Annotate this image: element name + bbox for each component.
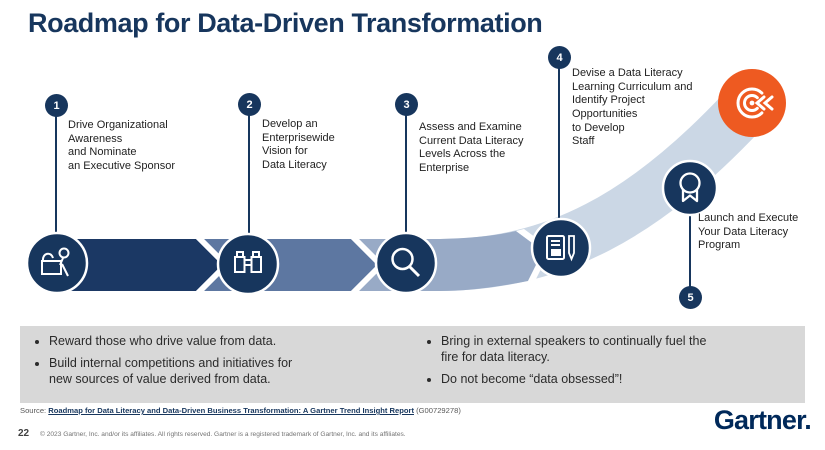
callout-right-column: Bring in external speakers to continuall… [426,333,801,387]
callout-bullet: Do not become “data obsessed”! [441,371,801,387]
step-2-number: 2 [238,93,261,116]
step-4-number: 4 [548,46,571,69]
target-arrow-icon [718,69,786,137]
magnifying-glass-icon [374,231,438,295]
gartner-logo-text: Gartner [713,405,805,435]
gartner-logo-mark: . [804,405,811,435]
callout-box [20,326,805,403]
step-2-label: Develop an Enterprisewide Vision for Dat… [262,118,335,171]
step-5-label: Launch and Execute Your Data Literacy Pr… [698,212,799,252]
callout-left-column: Reward those who drive value from data. … [34,333,404,387]
arrow-band-segment-1 [57,239,222,291]
speaker-lectern-icon [25,231,89,295]
source-doc-id: (G00729278) [413,406,461,415]
page-number: 22 [18,428,30,439]
callout-bullet: Bring in external speakers to continuall… [441,333,801,365]
callout-bullet: Build internal competitions and initiati… [49,355,404,387]
callout-bullet: Reward those who drive value from data. [49,333,404,349]
source-label: Source: [20,406,49,415]
step-5-number: 5 [679,286,702,309]
page-title: Roadmap for Data-Driven Transformation [28,8,543,38]
gartner-logo: Gartner. [713,405,812,436]
step-3-number: 3 [395,93,418,116]
step-4-label: Devise a Data Literacy Learning Curricul… [572,67,693,148]
award-medal-icon [661,159,719,217]
step-3-label: Assess and Examine Current Data Literacy… [419,121,524,174]
notebook-pencil-icon [530,217,592,279]
source-line: Source: Roadmap for Data Literacy and Da… [20,406,461,415]
source-report-link[interactable]: Roadmap for Data Literacy and Data-Drive… [48,406,414,415]
step-1-number: 1 [45,94,68,117]
binoculars-icon [216,232,280,296]
step-1-label: Drive Organizational Awareness and Nomin… [68,119,176,172]
copyright-text: © 2023 Gartner, Inc. and/or its affiliat… [40,431,406,438]
